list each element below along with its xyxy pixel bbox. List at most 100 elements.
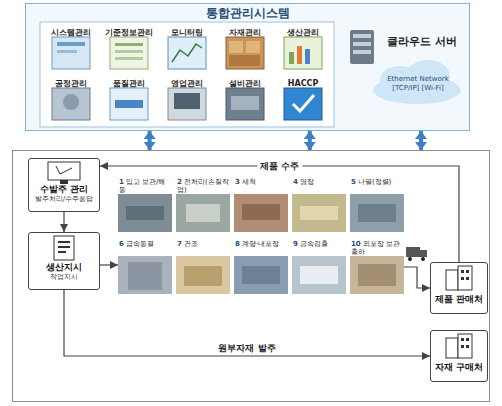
module-icon xyxy=(115,43,143,46)
actor-name: 자재 구매처 xyxy=(431,362,487,373)
server-icon xyxy=(350,30,374,64)
step-header: 5나열(정렬) xyxy=(351,179,403,195)
module-icon xyxy=(52,88,90,120)
module-icon xyxy=(57,42,85,46)
module-icon xyxy=(115,57,143,60)
truck-icon xyxy=(421,257,425,261)
actor-subtitle: 작업지시 xyxy=(29,273,99,282)
module-icon xyxy=(57,50,77,53)
module-icon xyxy=(297,46,302,64)
step-number: 8 xyxy=(235,240,240,248)
step-number: 3 xyxy=(235,178,240,186)
module-label: 품질관리 xyxy=(103,78,155,89)
step-photo xyxy=(358,264,396,286)
module-label: 기준정보관리 xyxy=(103,27,155,38)
process-step: 3세척 xyxy=(234,178,288,232)
building-icon xyxy=(461,277,464,280)
server-icon xyxy=(350,30,374,64)
step-name: 입고 보관/해동 xyxy=(119,178,165,194)
truck-icon xyxy=(406,247,427,261)
step-name: 급속동결 xyxy=(126,240,154,248)
step-photo xyxy=(118,256,172,294)
actor-subtitle: 발주처리/수주응답 xyxy=(29,195,99,204)
step-name: 세척 xyxy=(242,178,256,186)
flow-connector xyxy=(64,290,430,356)
module-icon xyxy=(284,88,322,120)
truck-icon xyxy=(408,257,412,261)
step-photo xyxy=(176,194,230,232)
module-label: 영업관리 xyxy=(161,78,213,89)
step-name: 전처리(손질작업) xyxy=(177,178,229,194)
building-icon xyxy=(461,270,464,273)
process-step: 10외포장 보관 출하 xyxy=(350,240,404,294)
module-icon xyxy=(63,94,79,110)
module-icon xyxy=(226,37,264,69)
module-icon xyxy=(115,50,143,53)
step-number: 2 xyxy=(177,178,182,186)
step-header: 10외포장 보관 출하 xyxy=(351,241,403,257)
step-photo xyxy=(184,266,222,286)
step-header: 2전처리(손질작업) xyxy=(177,179,229,195)
module-icon xyxy=(168,88,206,120)
step-photo xyxy=(234,256,288,294)
module-box: 영업관리 xyxy=(160,76,214,124)
flow-connector xyxy=(63,212,64,232)
document-icon xyxy=(58,246,70,248)
module-box: 자재관리 xyxy=(218,25,272,73)
module-icon xyxy=(293,95,314,111)
monitor-icon xyxy=(56,166,72,174)
process-step: 6급속동결 xyxy=(118,240,172,294)
building-icon xyxy=(466,277,469,280)
actor-box: 생산지시작업지시 xyxy=(28,232,100,290)
step-photo xyxy=(350,194,404,232)
step-name: 염장 xyxy=(300,178,314,186)
module-icon xyxy=(172,44,202,62)
step-header: 7건조 xyxy=(177,241,229,257)
sync-arrow xyxy=(419,131,423,150)
module-icon xyxy=(229,55,260,66)
truck-icon xyxy=(420,250,427,257)
process-step: 5나열(정렬) xyxy=(350,178,404,232)
module-box: 공정관리 xyxy=(44,76,98,124)
module-icon xyxy=(284,37,322,69)
monitor-icon xyxy=(48,162,80,180)
module-icon xyxy=(229,41,243,53)
module-icon xyxy=(52,37,90,69)
document-icon xyxy=(58,251,66,253)
flow-connector xyxy=(404,267,430,288)
module-icon xyxy=(115,100,143,108)
module-icon xyxy=(110,37,148,69)
document-icon xyxy=(58,241,70,243)
step-header: 6급속동결 xyxy=(119,241,171,257)
server-label: 클라우드 서버 xyxy=(380,35,464,49)
module-box: 품질관리 xyxy=(102,76,156,124)
module-label: 자재관리 xyxy=(219,27,271,38)
module-icon xyxy=(305,49,310,64)
step-photo xyxy=(128,262,162,290)
building-icon xyxy=(461,338,464,341)
module-label: HACCP xyxy=(277,78,329,89)
document-icon xyxy=(54,236,74,260)
module-box: 모니터링 xyxy=(160,25,214,73)
step-photo xyxy=(300,206,338,220)
building-icon xyxy=(466,338,469,341)
step-number: 1 xyxy=(119,178,124,186)
monitor-icon xyxy=(60,180,68,184)
step-header: 4염장 xyxy=(293,179,345,195)
module-box: 생산관리 xyxy=(276,25,330,73)
step-photo xyxy=(126,206,164,220)
step-photo xyxy=(350,256,404,294)
step-photo xyxy=(186,204,220,222)
module-box: 설비관리 xyxy=(218,76,272,124)
step-photo xyxy=(242,266,280,284)
actor-name: 생산지시 xyxy=(29,262,99,273)
step-number: 10 xyxy=(351,240,361,248)
module-panel xyxy=(40,22,334,127)
actor-box: 제품 판매처 xyxy=(430,262,488,314)
server-icon xyxy=(353,50,371,54)
module-icon xyxy=(168,37,206,69)
actor-name: 수발주 관리 xyxy=(29,184,99,195)
step-header: 9금속검출 xyxy=(293,241,345,257)
module-label: 설비관리 xyxy=(219,78,271,89)
